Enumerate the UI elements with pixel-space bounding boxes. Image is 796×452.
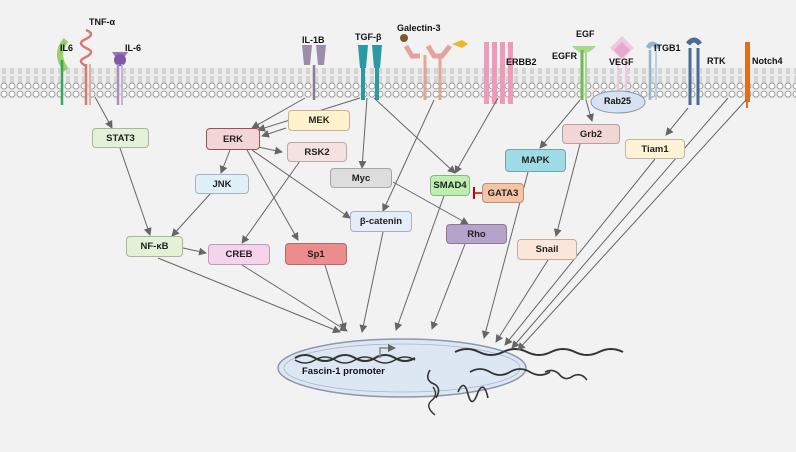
node-erk: ERK	[206, 128, 260, 150]
cell-membrane	[0, 68, 796, 98]
label-galectin3: Galectin-3	[397, 23, 441, 33]
arrow-stat3-nfkb	[119, 147, 152, 236]
arrow-sp1-promoter	[324, 264, 347, 331]
arrow-myc-rho	[392, 181, 469, 225]
arrow-erk-bcatenin	[251, 149, 351, 219]
arrow-grb2-snail	[553, 143, 581, 237]
arrow-jnk-nfkb	[171, 193, 211, 237]
arrow-erk-rsk2	[257, 146, 283, 155]
arrow-rtk-promoter	[511, 97, 729, 349]
label-itgb1: ITGB1	[654, 43, 681, 53]
transcription-start-arrow	[379, 344, 396, 358]
label-il1b: IL-1B	[302, 35, 325, 45]
itgb1-receptor-icon	[645, 41, 660, 100]
label-rab25: Rab25	[604, 96, 632, 106]
arrow-tgfb-smad4	[373, 97, 456, 174]
notch4-receptor-icon	[745, 42, 750, 108]
arrow-il6-stat3	[94, 96, 113, 129]
arrow-smad4-promoter	[394, 192, 446, 331]
node-jnk: JNK	[195, 174, 249, 194]
rab25-badge	[590, 90, 646, 114]
label-erbb2: ERBB2	[506, 57, 537, 67]
node-rho: Rho	[446, 224, 507, 244]
node-mapk: MAPK	[505, 149, 566, 172]
node-tiam1: Tiam1	[625, 139, 685, 159]
dna-strand-left	[294, 354, 416, 362]
node-beta-catenin: β-catenin	[350, 211, 412, 232]
node-mek: MEK	[288, 110, 350, 131]
arrow-rsk2-creb	[241, 160, 301, 244]
label-tnf-alpha: TNF-α	[89, 17, 116, 27]
dna-strand-lower	[469, 368, 551, 376]
tnf-receptor-icon	[79, 28, 93, 105]
node-gata3: GATA3	[482, 183, 524, 203]
dna-strand-tail-2	[428, 386, 437, 416]
dna-strand-right-end	[544, 369, 588, 381]
inhibition-gata3-smad4	[473, 187, 483, 199]
arrow-notch4-promoter	[517, 99, 747, 351]
tgfb-receptor-icon	[358, 45, 382, 100]
dna-strand-bottom	[457, 384, 489, 403]
galectin3-receptor-icon	[400, 34, 468, 100]
arrow-tgfb-myc	[358, 97, 368, 169]
arrow-egfr-grb2	[585, 99, 594, 122]
node-creb: CREB	[208, 244, 270, 265]
il6-left-receptor-icon	[57, 38, 69, 105]
node-stat3: STAT3	[92, 128, 149, 148]
node-nfkb: NF-κB	[126, 236, 183, 257]
label-tgfb: TGF-β	[355, 32, 382, 42]
label-il6-right: IL-6	[125, 43, 142, 53]
arrow-il1b-erk	[251, 97, 306, 129]
arrows-group	[94, 96, 747, 351]
arrow-egfr-mapk	[539, 99, 581, 149]
arrow-galectin-bcatenin	[382, 99, 435, 212]
il6-right-receptor-icon	[112, 52, 128, 105]
egfr-receptor-icon	[572, 46, 596, 100]
dna-strand-tail	[426, 369, 440, 399]
label-rtk: RTK	[707, 56, 726, 66]
arrow-rho-promoter	[430, 243, 466, 330]
erbb2-receptor-icon	[484, 42, 513, 104]
node-sp1: Sp1	[285, 243, 347, 265]
arrow-creb-promoter	[241, 264, 348, 332]
arrow-nfkb-promoter	[157, 257, 341, 334]
arrow-erk-jnk	[219, 149, 231, 174]
arrow-erk-sp1	[246, 149, 299, 241]
rtk-receptor-icon	[686, 37, 702, 105]
node-snail: Snail	[517, 239, 577, 260]
arrow-nfkb-creb	[182, 247, 207, 256]
arrow-tiam1-promoter	[504, 158, 656, 346]
arrow-snail-promoter	[495, 259, 549, 343]
node-grb2: Grb2	[562, 124, 620, 144]
node-rsk2: RSK2	[287, 142, 347, 162]
label-il6-left: IL6	[60, 43, 74, 53]
dna-strand-left-2	[294, 356, 416, 364]
arrow-erbb2-smad4	[454, 97, 499, 174]
node-myc: Myc	[330, 168, 392, 188]
label-egf: EGF	[576, 29, 595, 39]
node-smad4: SMAD4	[430, 175, 470, 196]
label-fascin1-promoter: Fascin-1 promoter	[302, 366, 385, 377]
nucleus-inner-ellipse	[283, 343, 521, 393]
arrow-itgb1-tiam1	[665, 107, 689, 136]
il1b-receptor-icon	[302, 45, 326, 100]
dna-strand-right	[454, 348, 624, 356]
arrow-mek-erk	[261, 127, 287, 138]
label-egfr: EGFR	[552, 51, 578, 61]
nucleus-ellipse	[277, 338, 527, 398]
label-notch4: Notch4	[752, 56, 783, 66]
arrow-bcatenin-promoter	[359, 231, 384, 333]
label-vegf: VEGF	[609, 57, 634, 67]
